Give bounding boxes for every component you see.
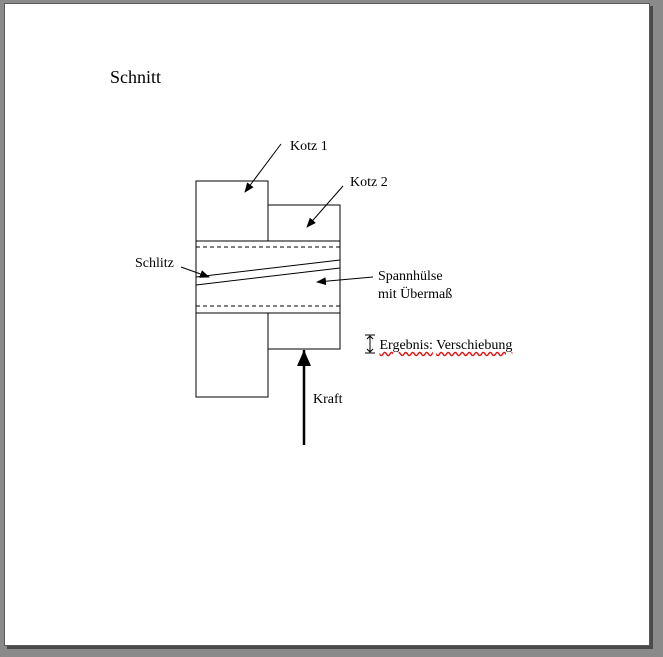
cross-section-diagram [180, 143, 374, 445]
label-kotz2: Kotz 2 [350, 175, 388, 190]
kotz1-arrow [244, 143, 282, 193]
document-page: Schnitt Kotz 1 Kotz [4, 3, 650, 646]
kotz2-arrow [306, 185, 344, 228]
slit-line-lower [195, 267, 341, 286]
section-title: Schnitt [110, 67, 162, 87]
kotz2-upper-block [267, 204, 341, 242]
kotz2-lower-block [267, 312, 341, 350]
label-kraft: Kraft [313, 392, 343, 407]
spannhuelse-arrow [316, 276, 374, 286]
label-kotz1: Kotz 1 [290, 139, 328, 154]
label-schlitz: Schlitz [135, 256, 174, 271]
result-prefix: Ergebnis: [379, 338, 433, 353]
kotz1-upper-block [195, 180, 269, 242]
displacement-icon [365, 334, 375, 354]
kotz1-lower-block [195, 312, 269, 398]
slit-line-upper [195, 259, 341, 278]
result-value: Verschiebung [436, 338, 513, 353]
schlitz-arrow [180, 266, 210, 278]
label-spannhuelse-2: mit Übermaß [378, 287, 453, 302]
result-annotation: Ergebnis: Verschiebung [364, 334, 512, 354]
label-spannhuelse-1: Spannhülse [378, 269, 443, 284]
